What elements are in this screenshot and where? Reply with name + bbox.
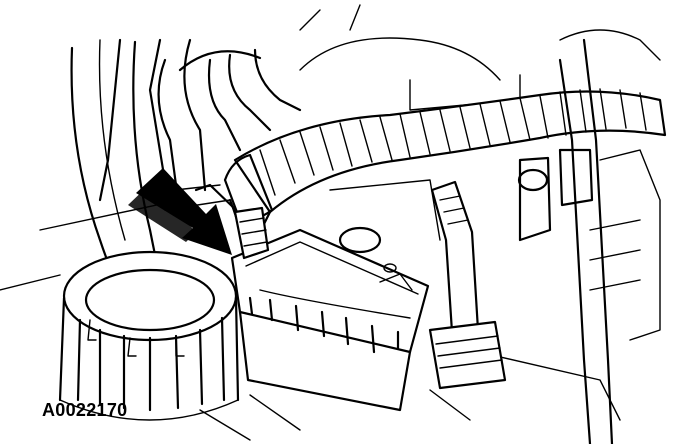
background-engine-outlines	[0, 4, 661, 441]
indicator-arrow	[136, 168, 232, 255]
electrical-module	[230, 226, 430, 412]
figure-code-label: A0022170	[42, 400, 128, 420]
indicator-arrow-shadow	[128, 184, 196, 242]
small-vertical-harness	[428, 180, 507, 390]
vertical-pipe-outer	[98, 38, 170, 202]
harness-connector	[194, 183, 270, 260]
vertical-pipe-right	[517, 38, 614, 444]
reservoir-cap	[58, 250, 240, 421]
